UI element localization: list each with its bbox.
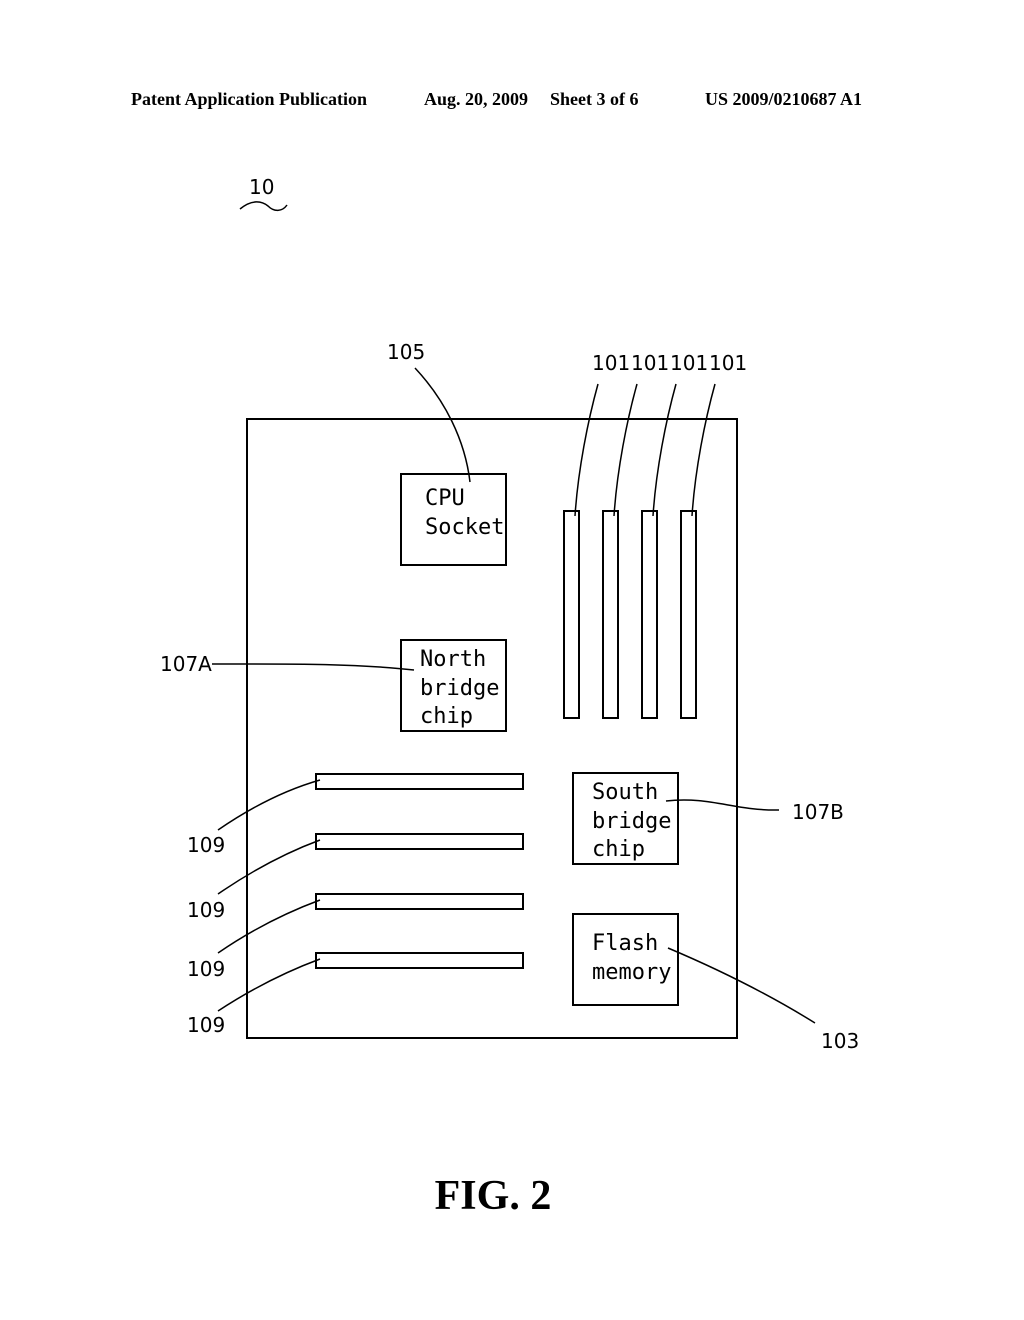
ref-expansion-slot-leader-4 (217, 958, 321, 1012)
flash-memory-line-1: Flash (592, 931, 658, 956)
cpu-socket-line-1: CPU (425, 486, 465, 511)
expansion-slot-2 (315, 833, 524, 850)
ref-expansion-slot-label-1: 109 (187, 833, 225, 857)
ref-expansion-slot-label-3: 109 (187, 957, 225, 981)
ref-memory-slot-label-2: 101 (631, 351, 669, 375)
expansion-slot-4 (315, 952, 524, 969)
ref-main-label: 10 (249, 175, 274, 199)
flash-memory-box (572, 913, 679, 1006)
ref-cpu-label: 105 (387, 340, 425, 364)
expansion-slot-3 (315, 893, 524, 910)
header-patent-number: US 2009/0210687 A1 (705, 89, 863, 109)
ref-north-bridge-label: 107A (160, 652, 212, 676)
north-bridge-line-3: chip (420, 704, 473, 729)
ref-expansion-slot-label-4: 109 (187, 1013, 225, 1037)
memory-slot-4 (680, 510, 697, 719)
header-publication: Patent Application Publication (131, 89, 368, 109)
ref-south-bridge-label: 107B (792, 800, 844, 824)
north-bridge-line-2: bridge (420, 676, 499, 701)
ref-memory-slot-leader-1 (574, 383, 599, 517)
ref-expansion-slot-leader-2 (217, 839, 321, 895)
ref-expansion-slot-leader-1 (217, 779, 321, 831)
figure-caption: FIG. 2 (435, 1173, 552, 1219)
flash-memory-line-2: memory (592, 960, 671, 985)
header-sheet: Sheet 3 of 6 (550, 89, 639, 109)
ref-memory-slot-leader-4 (691, 383, 716, 517)
memory-slot-2 (602, 510, 619, 719)
ref-cpu-leader (414, 367, 471, 483)
ref-memory-slot-label-1: 101 (592, 351, 630, 375)
cpu-socket-box (400, 473, 507, 566)
ref-south-bridge-leader (665, 799, 780, 811)
ref-memory-slot-label-3: 101 (670, 351, 708, 375)
ref-memory-slot-leader-2 (613, 383, 638, 517)
cpu-socket-line-2: Socket (425, 515, 504, 540)
ref-memory-slot-leader-3 (652, 383, 677, 517)
ref-north-bridge-leader (211, 663, 415, 671)
motherboard-outline (246, 418, 738, 1039)
ref-expansion-slot-leader-3 (217, 899, 321, 954)
ref-flash-memory-label: 103 (821, 1029, 859, 1053)
south-bridge-line-2: bridge (592, 809, 671, 834)
north-bridge-box (400, 639, 507, 732)
south-bridge-line-1: South (592, 780, 658, 805)
memory-slot-1 (563, 510, 580, 719)
south-bridge-box (572, 772, 679, 865)
memory-slot-3 (641, 510, 658, 719)
north-bridge-line-1: North (420, 647, 486, 672)
ref-expansion-slot-label-2: 109 (187, 898, 225, 922)
ref-memory-slot-label-4: 101 (709, 351, 747, 375)
ref-main-tilde (239, 201, 288, 212)
ref-flash-memory-leader (667, 947, 816, 1024)
expansion-slot-1 (315, 773, 524, 790)
header-date: Aug. 20, 2009 (424, 89, 529, 109)
south-bridge-line-3: chip (592, 837, 645, 862)
